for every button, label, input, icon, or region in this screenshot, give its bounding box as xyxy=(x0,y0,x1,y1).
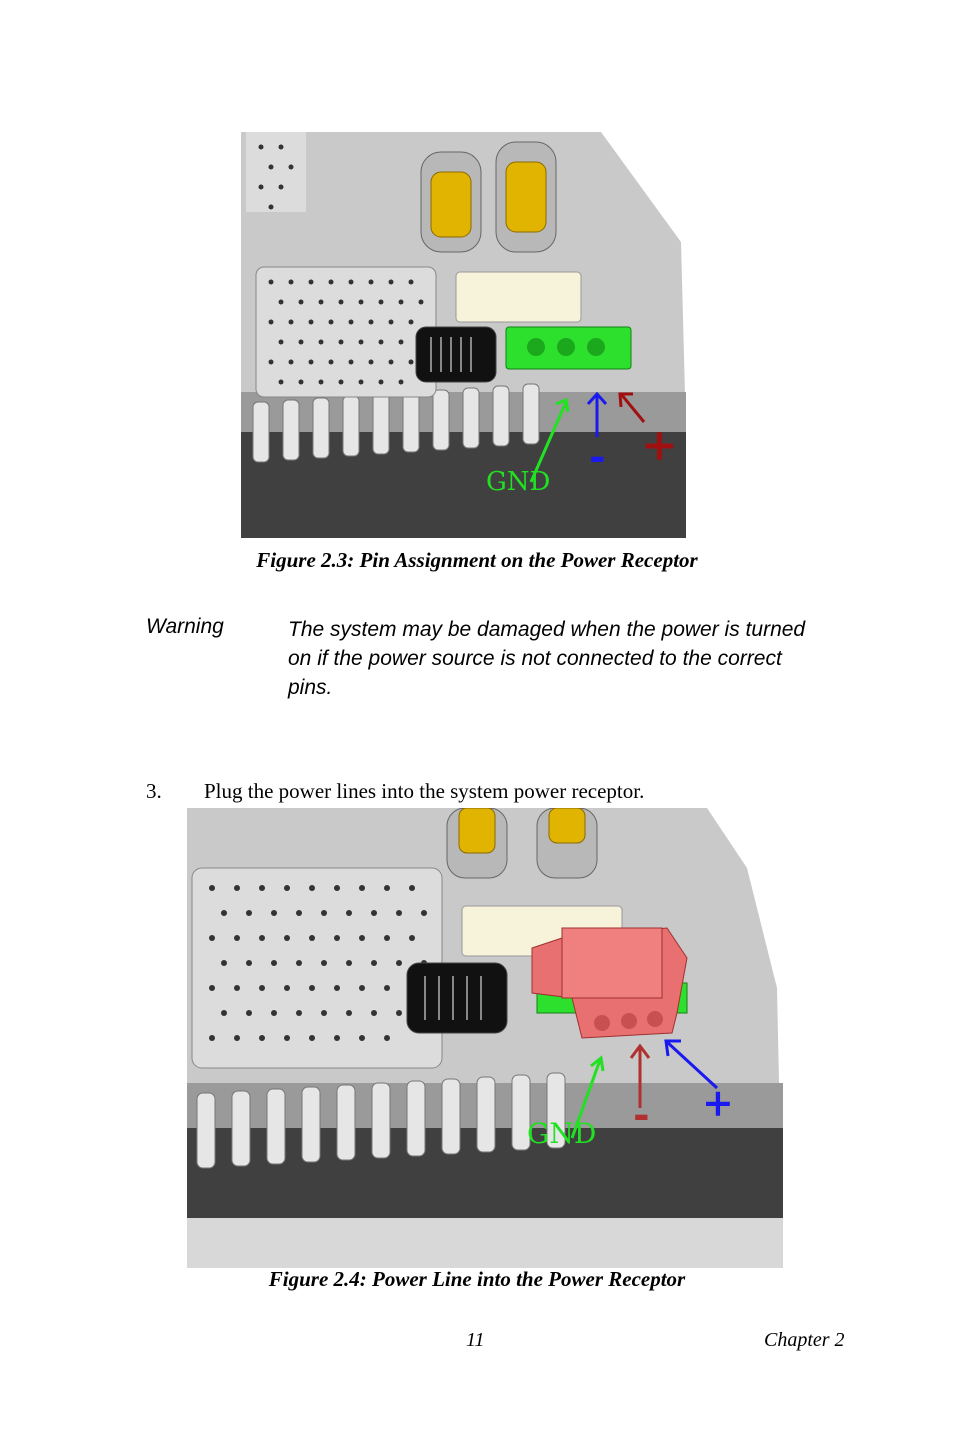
figure-caption: Figure 2.4: Power Line into the Power Re… xyxy=(268,1267,686,1291)
pin-assignment-illustration: GND - + xyxy=(241,132,686,538)
warning-text: The system may be damaged when the power… xyxy=(288,618,806,699)
figure-power-line: GND - + xyxy=(187,808,783,1268)
warning-label: Warning xyxy=(146,615,224,638)
chapter-label: Chapter 2 xyxy=(764,1329,845,1351)
minus-label: - xyxy=(589,433,606,480)
figure-caption: Figure 2.3: Pin Assignment on the Power … xyxy=(256,548,698,572)
gnd-label: GND xyxy=(486,467,550,497)
gnd-label: GND xyxy=(527,1117,596,1150)
power-line-illustration: GND - + xyxy=(187,808,783,1268)
page-number: 11 xyxy=(466,1329,485,1351)
plus-label: + xyxy=(702,1080,734,1125)
step-text: Plug the power lines into the system pow… xyxy=(204,779,645,803)
figure-pin-assignment: GND - + xyxy=(241,132,686,538)
step-number: 3. xyxy=(146,779,162,803)
minus-label: - xyxy=(633,1091,650,1138)
plus-label: + xyxy=(641,420,678,471)
